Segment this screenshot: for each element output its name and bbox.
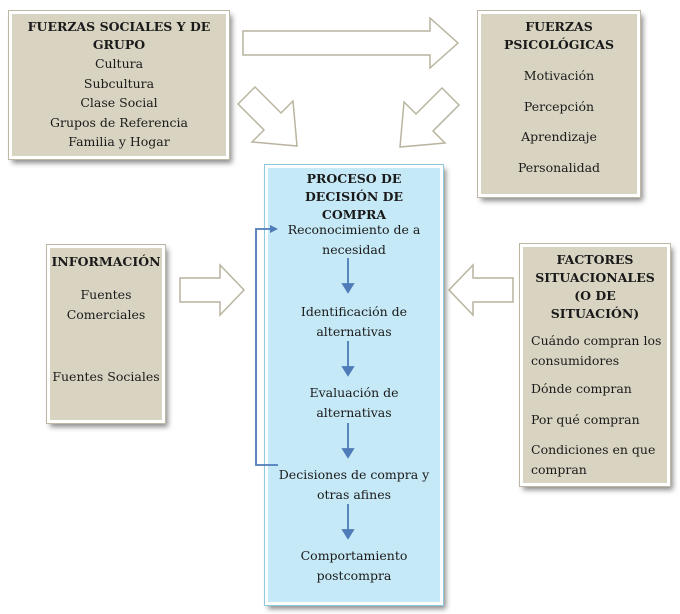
information-box: INFORMACIÓN Fuentes Comerciales Fuentes … xyxy=(46,244,166,424)
situational-item-por-que: Por qué compran xyxy=(531,411,640,427)
psych-forces-box: FUERZAS PSICOLÓGICAS Motivación Percepci… xyxy=(477,10,641,198)
process-step-decisiones: Decisiones de compra y otras afines xyxy=(278,467,430,502)
step-arrow-4-head xyxy=(341,529,355,540)
info-item-fuentes-comerciales: Fuentes Comerciales xyxy=(66,287,146,322)
social-forces-title: FUERZAS SOCIALES Y DE GRUPO xyxy=(27,19,211,52)
step-arrow-3-head xyxy=(341,448,355,459)
information-title: INFORMACIÓN xyxy=(51,254,161,269)
situational-item-condiciones: Condiciones en que compran xyxy=(531,442,656,477)
process-step-postcompra: Comportamiento postcompra xyxy=(300,548,408,583)
psych-item-percepcion: Percepción xyxy=(523,98,595,114)
process-step-identificacion: Identificación de alternativas xyxy=(300,304,408,339)
feedback-loop-arrow xyxy=(255,228,278,466)
situational-title: FACTORES SITUACIONALES (O DE SITUACIÓN) xyxy=(535,252,655,321)
feedback-loop-arrow-head xyxy=(270,225,278,233)
process-step-evaluacion: Evaluación de alternativas xyxy=(309,385,399,420)
process-box: PROCESO DE DECISIÓN DE COMPRA Reconocimi… xyxy=(264,164,444,606)
situational-factors-box: FACTORES SITUACIONALES (O DE SITUACIÓN) … xyxy=(519,243,671,487)
psych-forces-title: FUERZAS PSICOLÓGICAS xyxy=(504,19,614,52)
step-arrow-1-head xyxy=(341,283,355,294)
social-item-familia-hogar: Familia y Hogar xyxy=(68,134,170,149)
process-step-reconocimiento: Reconocimiento de a necesidad xyxy=(287,222,421,257)
step-arrow-2-head xyxy=(341,366,355,377)
arrow-social-to-psych xyxy=(242,16,460,70)
social-item-clase-social: Clase Social xyxy=(80,95,158,110)
social-item-subcultura: Subcultura xyxy=(83,75,155,91)
process-title: PROCESO DE DECISIÓN DE COMPRA xyxy=(304,171,404,222)
social-item-cultura: Cultura xyxy=(94,56,144,71)
arrow-situational-to-process xyxy=(447,263,514,317)
social-item-grupos-referencia: Grupos de Referencia xyxy=(49,114,188,130)
psych-item-personalidad: Personalidad xyxy=(517,159,601,175)
arrow-psych-to-process xyxy=(399,86,461,148)
situational-item-donde: Dónde compran xyxy=(531,381,632,396)
arrow-social-to-process xyxy=(236,85,298,147)
info-item-fuentes-sociales: Fuentes Sociales xyxy=(52,369,160,384)
psych-item-aprendizaje: Aprendizaje xyxy=(521,129,597,144)
situational-item-cuando: Cuándo compran los consumidores xyxy=(531,333,662,368)
social-forces-box: FUERZAS SOCIALES Y DE GRUPO Cultura Subc… xyxy=(8,10,230,160)
psych-item-motivacion: Motivación xyxy=(523,68,595,83)
arrow-information-to-process xyxy=(179,263,246,317)
